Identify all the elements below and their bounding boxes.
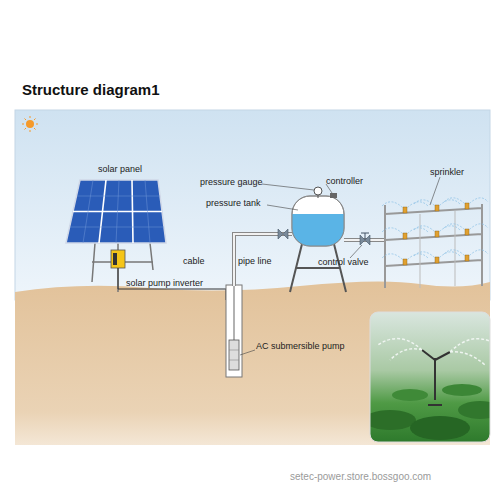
part-label: controller: [326, 177, 363, 187]
sprinkler-head: [435, 205, 439, 211]
inverter-box: [111, 250, 125, 268]
sprinkler-head: [403, 233, 407, 239]
part-label: AC submersible pump: [256, 342, 345, 352]
ground: [15, 281, 490, 445]
sprinkler-head: [403, 259, 407, 265]
sprinkler-head: [435, 231, 439, 237]
pipe: [234, 234, 292, 286]
sun-icon: [22, 116, 38, 132]
tank-stand: [290, 244, 346, 292]
field-photo: [370, 410, 416, 430]
pressure-tank: [292, 214, 344, 246]
inlet-valve: [278, 229, 288, 239]
sun-icon: [26, 120, 34, 128]
solar-panel: [66, 180, 166, 243]
sprinkler-spray: [382, 198, 488, 210]
submersible-pump: [229, 350, 239, 360]
sprinkler-head: [403, 203, 469, 265]
inverter-box: [111, 250, 125, 268]
sprinkler-spray: [382, 224, 488, 236]
pressure-tank: [292, 196, 344, 246]
controller-unit: [330, 193, 337, 198]
field-photo: [364, 312, 500, 442]
sun-icon: [22, 116, 38, 132]
submersible-pump: [229, 340, 239, 370]
part-label: pressure gauge: [200, 178, 263, 188]
solar-panel: [66, 180, 166, 243]
control-valve: [361, 233, 369, 240]
cable-wire: [118, 268, 226, 300]
well-casing: [226, 285, 242, 377]
submersible-pump: [229, 340, 239, 370]
watermark: setec-power.store.bossgoo.com: [290, 471, 431, 482]
inverter-box: [113, 253, 117, 265]
field-photo: [458, 401, 490, 419]
pressure-gauge: [314, 187, 322, 198]
well-casing: [226, 285, 242, 377]
sprinkler-spray: [382, 198, 488, 262]
part-label: solar pump inverter: [126, 279, 203, 289]
sky-background: [15, 110, 490, 300]
pipe: [234, 234, 292, 286]
inlet-valve: [278, 229, 288, 239]
sprinkler-head: [435, 257, 439, 263]
diagram-title: Structure diagram1: [22, 82, 160, 99]
sprinkler-head: [465, 255, 469, 261]
sprinkler-spray: [382, 250, 488, 262]
ground: [15, 281, 490, 445]
part-label: cable: [183, 257, 205, 267]
field-photo: [370, 339, 490, 440]
sprinkler-rack: [420, 211, 455, 288]
pressure-gauge: [314, 187, 322, 195]
well-casing: [233, 286, 235, 340]
cable-wire: [118, 268, 226, 300]
controller-unit: [330, 193, 337, 198]
sprinkler-head: [465, 203, 469, 209]
sky-background: [15, 110, 490, 300]
pressure-tank: [288, 196, 348, 250]
field-photo: [442, 384, 482, 396]
part-label: solar panel: [98, 165, 142, 175]
field-photo: [422, 350, 450, 405]
tank-stand: [290, 244, 346, 292]
solar-panel: [70, 180, 164, 243]
field-photo: [370, 312, 490, 442]
sprinkler-head: [403, 207, 407, 213]
part-label: pipe line: [238, 257, 272, 267]
field-photo: [410, 416, 470, 440]
pipe: [234, 234, 292, 286]
sprinkler-rack: [385, 204, 482, 288]
part-label: sprinkler: [430, 168, 464, 178]
part-label: control valve: [318, 258, 369, 268]
control-valve: [360, 233, 370, 245]
sprinkler-head: [465, 229, 469, 235]
sprinkler-rack: [385, 204, 482, 288]
field-photo: [392, 389, 428, 401]
field-photo: [378, 339, 490, 365]
part-label: pressure tank: [206, 199, 261, 209]
